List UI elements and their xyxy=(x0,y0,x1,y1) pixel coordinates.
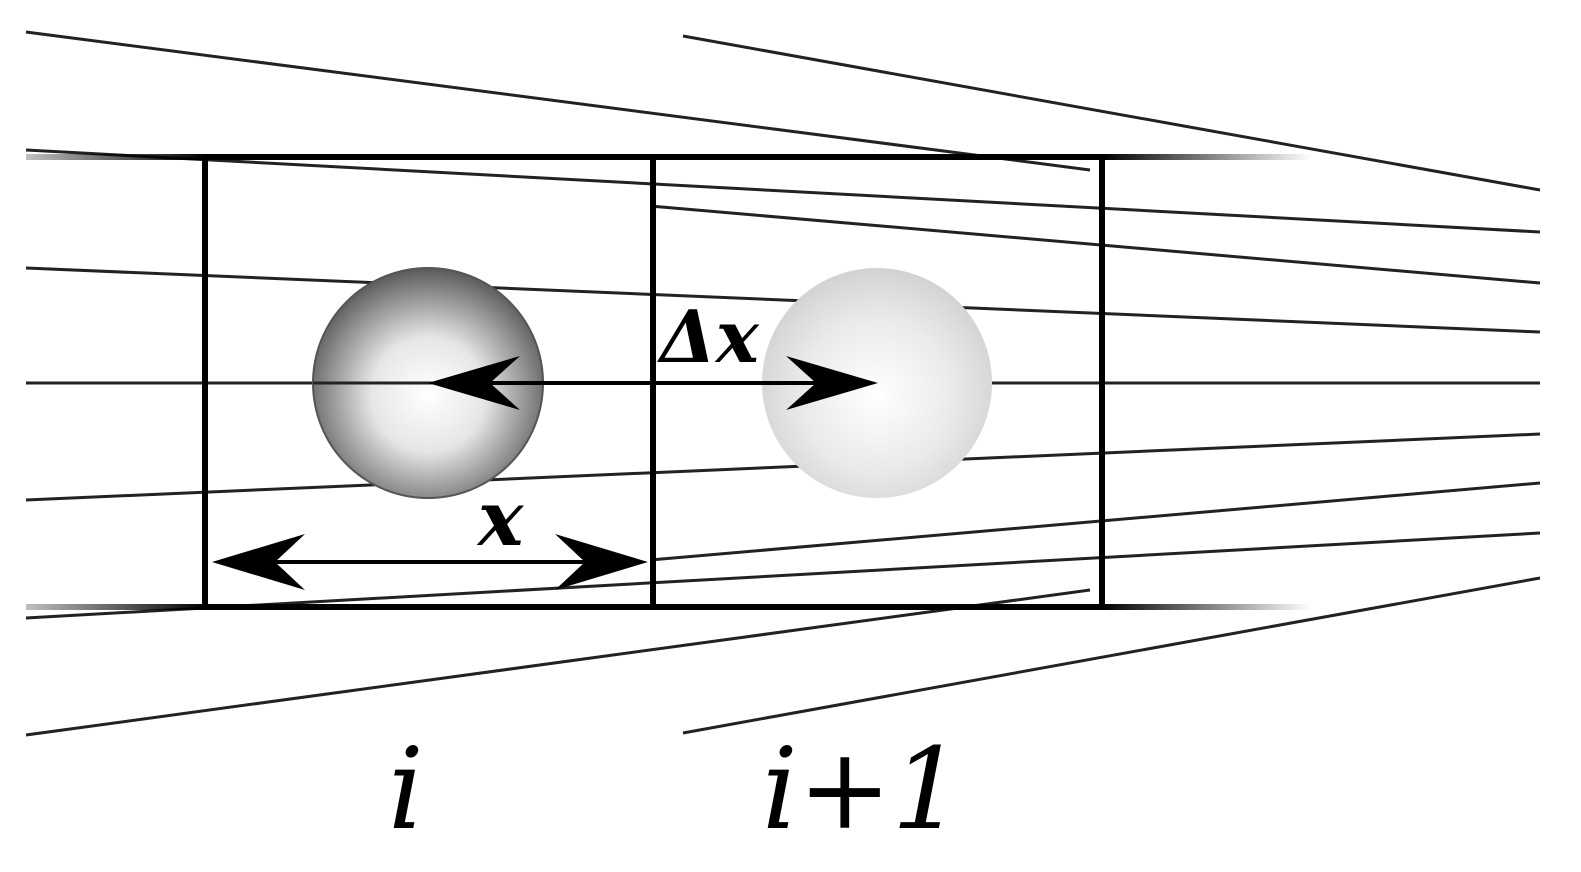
bottom-wall-right-fade xyxy=(1102,604,1312,610)
streamline-3 xyxy=(649,204,1541,285)
streamline-1 xyxy=(25,148,1541,234)
streamline-5 xyxy=(649,481,1541,562)
streamline-bottom-right xyxy=(682,576,1541,735)
top-wall-left-fade xyxy=(26,154,206,160)
streamline-bottom-left xyxy=(25,588,1091,737)
delta-x-arrowhead-left xyxy=(428,356,520,410)
x-arrowhead-left xyxy=(212,534,305,590)
cell-i-plus-1-label: i+1 xyxy=(762,725,963,855)
delta-x-label: Δx xyxy=(657,294,760,379)
streamline-6 xyxy=(25,531,1541,620)
delta-x-arrowhead-right xyxy=(786,356,878,410)
x-arrowhead-right xyxy=(555,534,648,590)
x-label: x xyxy=(476,474,525,563)
delta-x-arrow xyxy=(428,356,878,410)
streamline-top-left xyxy=(25,30,1091,172)
bottom-wall-left-fade xyxy=(26,604,206,610)
streamline-top-right xyxy=(682,34,1541,192)
streamline-2 xyxy=(25,266,1541,334)
top-wall-right-fade xyxy=(1102,154,1312,160)
cell-i-label: i xyxy=(388,725,424,855)
streamline-4 xyxy=(25,432,1541,502)
x-arrow xyxy=(212,534,648,590)
